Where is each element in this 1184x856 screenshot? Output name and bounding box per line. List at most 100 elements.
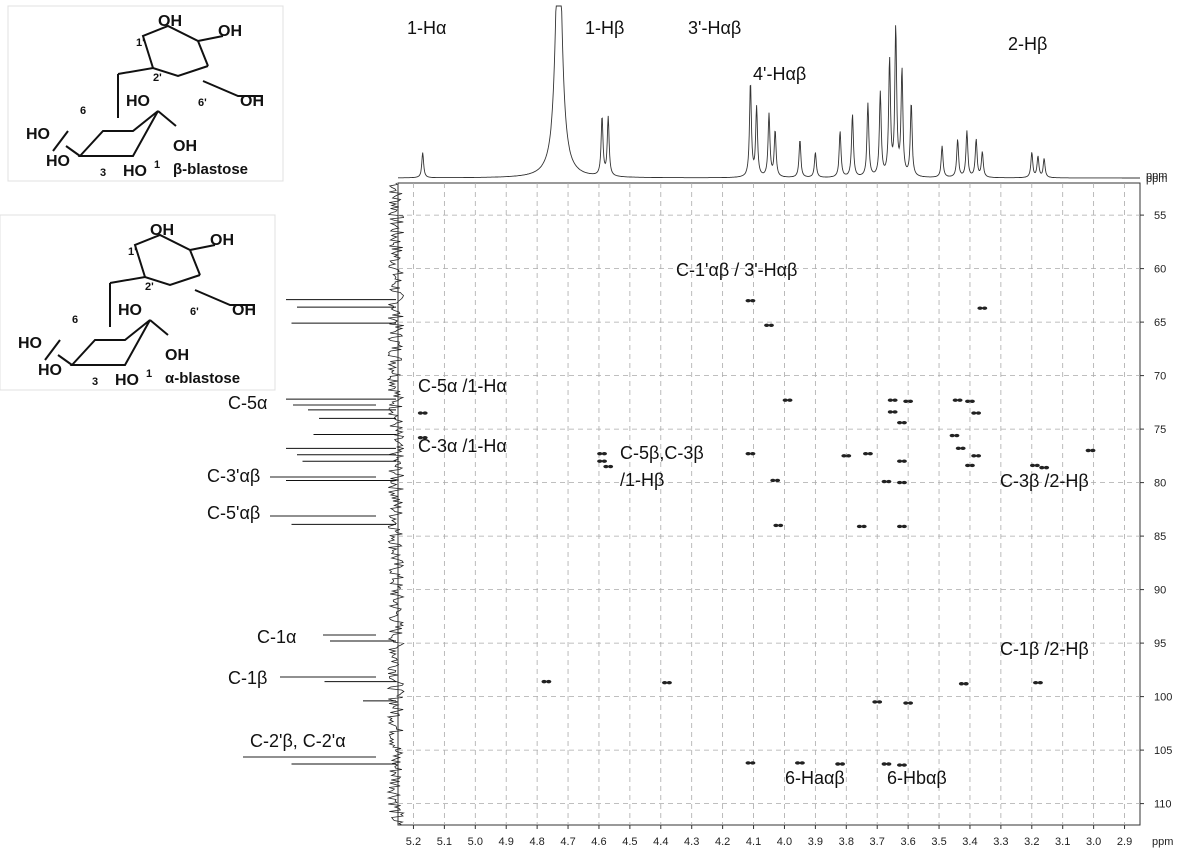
structure-atom-label: OH <box>232 302 256 319</box>
y-tick-label: 95 <box>1154 638 1166 650</box>
x-tick-label: 4.9 <box>499 836 514 848</box>
cross-peak-dot <box>1033 680 1039 685</box>
structure-atom-label: 1 <box>146 368 152 380</box>
structure-atom-label: 6 <box>72 314 78 326</box>
x-tick-label: 4.8 <box>529 836 544 848</box>
cross-peak-dot <box>768 323 774 328</box>
x-tick-label: 3.1 <box>1055 836 1070 848</box>
cross-peak-dot <box>417 435 424 440</box>
grid-lines <box>398 183 1140 825</box>
cross-peak-dot <box>856 524 863 529</box>
cross-peak <box>958 682 969 686</box>
cross-peak-dot <box>764 323 770 328</box>
cross-peak-dot <box>892 398 898 402</box>
cross-peak <box>897 763 907 767</box>
structure-atom-label: OH <box>210 232 234 249</box>
structure-atom-label: 3 <box>92 376 98 388</box>
cross-peak <box>597 452 607 456</box>
structure-bond <box>109 274 201 287</box>
annotation-label: 1-Hα <box>407 18 446 38</box>
cross-peak-dot <box>907 701 914 705</box>
y-tick-label: 80 <box>1154 478 1166 490</box>
structure-atom-label: HO <box>18 335 42 352</box>
cross-peak-dot <box>601 459 607 463</box>
x-tick-label: 2.9 <box>1117 836 1132 848</box>
cross-peak-dot <box>965 463 971 468</box>
cross-peak-dot <box>960 446 966 451</box>
cross-peak-dot <box>770 478 776 483</box>
structure-bond <box>197 35 224 42</box>
cross-peak <box>952 398 963 402</box>
annotation-label: 6-Haαβ <box>785 768 845 788</box>
cross-peak <box>903 399 914 403</box>
structure-atom-label: 6' <box>198 97 207 109</box>
structure-atom-label: HO <box>123 163 147 180</box>
structure-atom-label: 2' <box>153 72 162 84</box>
structure-bond <box>149 319 169 336</box>
cross-peak-dot <box>603 464 609 469</box>
cross-peak-dot <box>952 398 958 402</box>
annotation-label: /1-Hβ <box>620 470 664 490</box>
x-tick-label: 4.0 <box>777 836 792 848</box>
y-tick-label: 65 <box>1154 317 1166 329</box>
x-tick-label: 4.7 <box>560 836 575 848</box>
y-tick-label: 55 <box>1154 210 1166 222</box>
c13-projection <box>286 182 405 826</box>
x-tick-label: 5.0 <box>468 836 483 848</box>
cross-peak-dot <box>774 478 781 483</box>
cross-peak-dot <box>1043 465 1050 470</box>
cross-peak-dot <box>901 459 907 463</box>
structure-atom-label: 6 <box>80 105 86 117</box>
cross-peak-dot <box>750 299 756 303</box>
cross-peak-dot <box>876 700 883 704</box>
cross-peak-dot <box>954 433 960 438</box>
x-tick-label: 3.3 <box>993 836 1008 848</box>
structure-bond <box>133 233 201 278</box>
cross-peak-dot <box>901 480 907 485</box>
cross-peak-dot <box>1037 680 1043 685</box>
cross-peak-dot <box>787 398 793 402</box>
structure-atom-label: 1 <box>154 159 160 171</box>
cross-peak <box>897 420 907 425</box>
structure-atom-label: HO <box>126 93 150 110</box>
x-tick-label: 4.6 <box>591 836 606 848</box>
x-tick-label: 3.2 <box>1024 836 1039 848</box>
cross-peak-dot <box>867 452 873 456</box>
cross-peak <box>541 679 552 684</box>
annotation-label: C-1'αβ / 3'-Hαβ <box>676 260 797 280</box>
structure-name: β-blastose <box>173 161 248 178</box>
structure-bond <box>117 65 209 78</box>
cross-peak <box>603 464 614 469</box>
cross-peak-dot <box>897 420 903 425</box>
cross-peak-dot <box>422 435 428 440</box>
x-tick-label: 3.7 <box>870 836 885 848</box>
annotation-label: C-1β <box>228 668 267 688</box>
annotation-label: C-1β /2-Hβ <box>1000 639 1089 659</box>
structure-atom-label: OH <box>150 222 174 239</box>
cross-peak-dot <box>903 399 909 403</box>
cross-peak <box>770 478 781 483</box>
structure-atom-label: OH <box>218 23 242 40</box>
cross-peak-dot <box>750 452 756 456</box>
structure-bond <box>57 354 73 366</box>
cross-peak-dot <box>872 700 878 704</box>
structure-atom-label: 2' <box>145 281 154 293</box>
cross-peak-dot <box>901 524 907 529</box>
structure-bond <box>44 339 61 361</box>
cross-peak <box>745 452 756 456</box>
cross-peak-dot <box>886 479 892 484</box>
cross-peak-dot <box>881 479 887 484</box>
cross-peak-dot <box>777 523 784 528</box>
cross-peak-dot <box>546 679 552 684</box>
cross-peak-dot <box>863 452 869 456</box>
annotation-label: 1-Hβ <box>585 18 624 38</box>
cross-peak-dot <box>965 399 971 403</box>
x-tick-label: 5.2 <box>406 836 421 848</box>
annotation-label: 4'-Hαβ <box>753 64 806 84</box>
cross-peak-dot <box>1029 463 1036 468</box>
